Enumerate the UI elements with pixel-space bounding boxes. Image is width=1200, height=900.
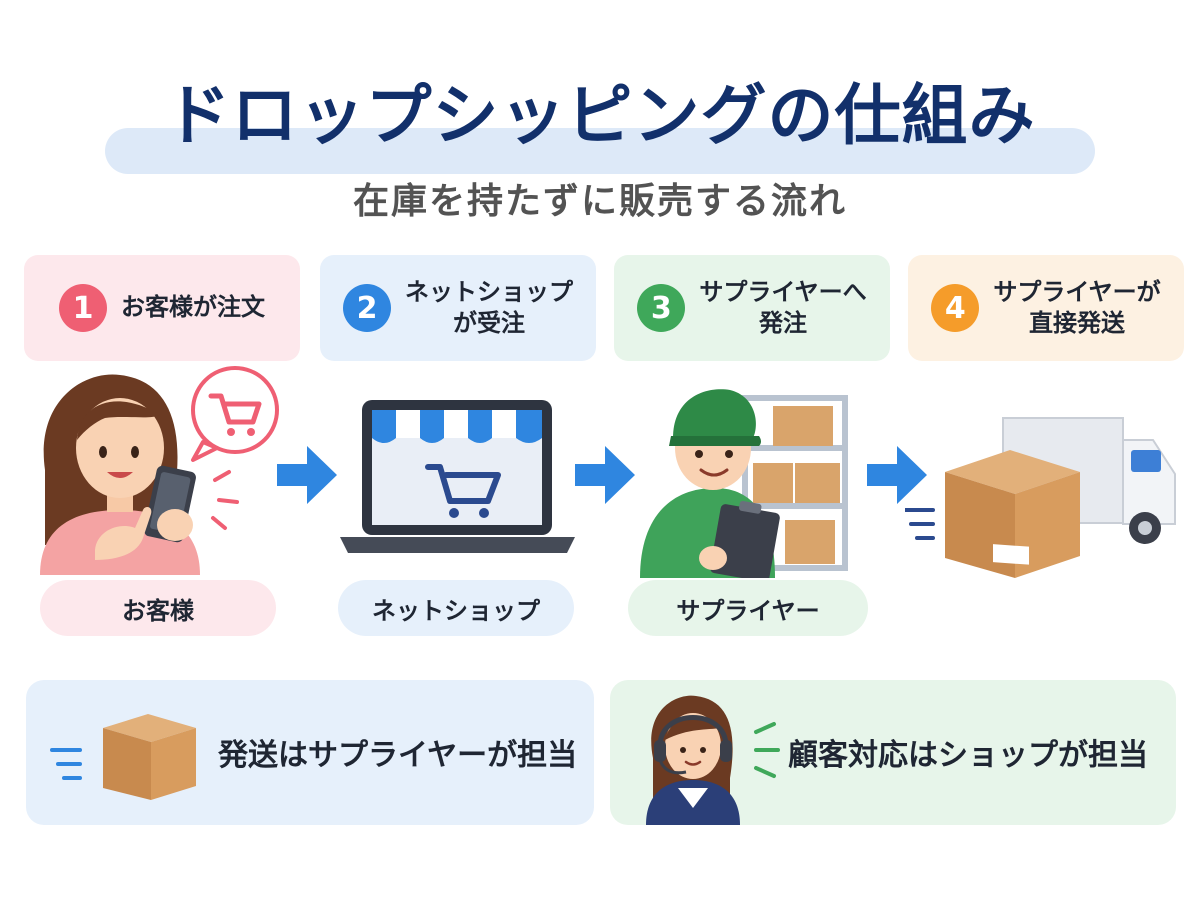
- title-highlight-band: [105, 128, 1095, 174]
- info-text-shipping: 発送はサプライヤーが担当: [218, 738, 578, 773]
- support-agent-icon: [646, 695, 740, 825]
- package-icon: [50, 714, 196, 800]
- shopping-cart-icon: [425, 464, 501, 518]
- flow-arrow-3-icon: [867, 446, 927, 504]
- shop-awning-icon: [372, 410, 542, 443]
- step-card-3: 3 サプライヤーへ 発注: [614, 255, 890, 361]
- page-title: ドロップシッピングの仕組み: [164, 77, 1036, 154]
- title-area: ドロップシッピングの仕組み: [0, 52, 1200, 174]
- cart-speech-bubble-icon: [191, 366, 279, 462]
- step-label-2: ネットショップ が受注: [405, 277, 573, 337]
- step-card-4: 4 サプライヤーが 直接発送: [908, 255, 1184, 361]
- step-number-4: 4: [931, 284, 980, 332]
- customer-ordering-illustration: [40, 366, 279, 575]
- info-text-support: 顧客対応はショップが担当: [788, 738, 1148, 773]
- step-card-2: 2 ネットショップ が受注: [320, 255, 596, 361]
- step-label-1: お客様が注文: [121, 293, 265, 322]
- step-label-4: サプライヤーが 直接発送: [993, 277, 1161, 337]
- actor-label-netshop: ネットショップ: [338, 580, 574, 636]
- package-box-icon: [945, 450, 1080, 578]
- step-card-1: 1 お客様が注文: [24, 255, 300, 361]
- flow-arrow-1-icon: [277, 446, 337, 504]
- speech-lines-icon: [754, 722, 780, 778]
- online-shop-laptop-illustration: [340, 400, 575, 553]
- flow-arrow-2-icon: [575, 446, 635, 504]
- actor-label-supplier: サプライヤー: [628, 580, 868, 636]
- step-number-3: 3: [637, 284, 686, 332]
- info-box-support: 顧客対応はショップが担当: [610, 680, 1176, 825]
- step-label-3: サプライヤーへ 発注: [699, 277, 867, 337]
- actor-label-customer: お客様: [40, 580, 276, 636]
- info-box-shipping: 発送はサプライヤーが担当: [26, 680, 594, 825]
- page-subtitle: 在庫を持たずに販売する流れ: [352, 181, 847, 222]
- step-number-2: 2: [343, 284, 391, 332]
- delivery-truck-illustration: [905, 417, 1176, 578]
- step-number-1: 1: [59, 284, 107, 332]
- supplier-worker-illustration: [640, 389, 848, 578]
